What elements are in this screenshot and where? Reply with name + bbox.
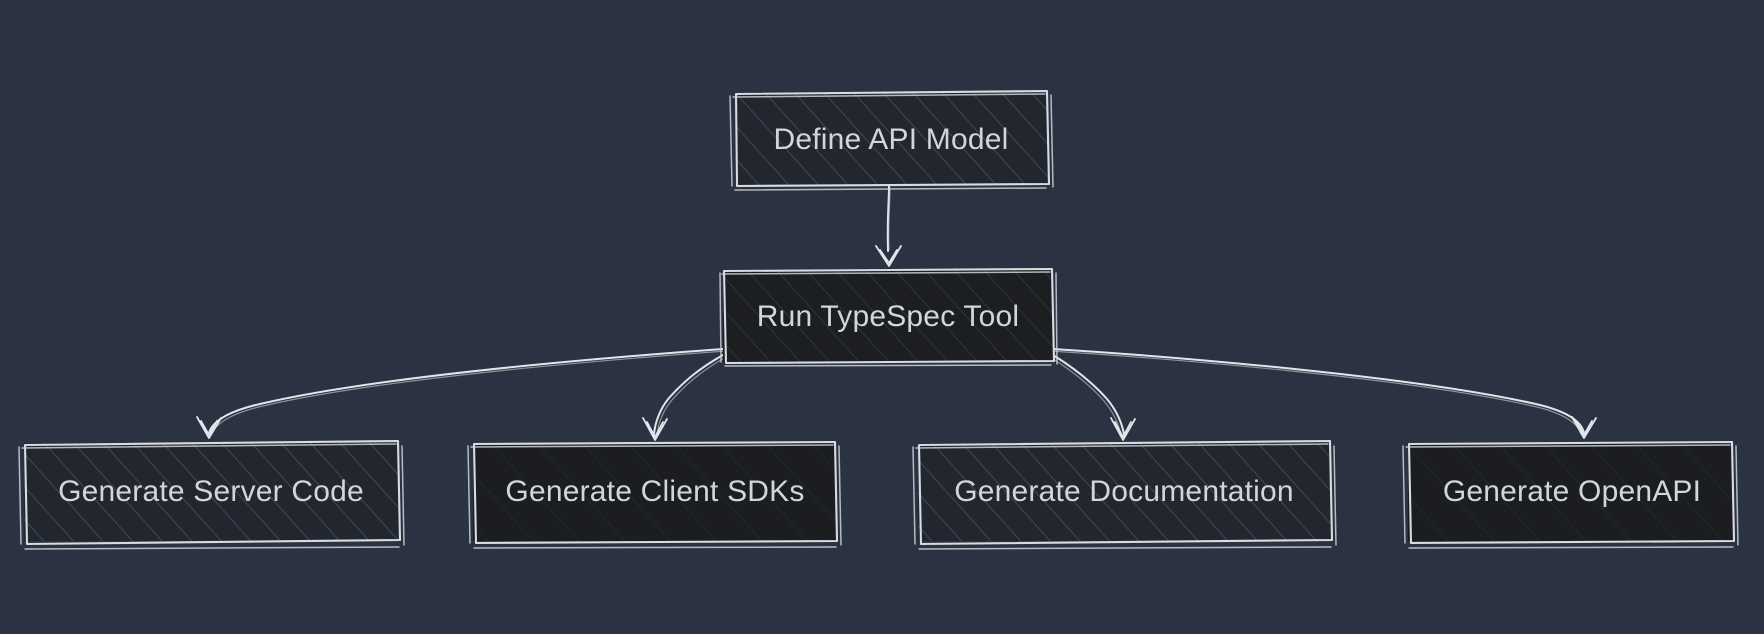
node-generate-client-sdks[interactable]: Generate Client SDKs [467, 440, 842, 549]
node-label-generate-server-code: Generate Server Code [58, 475, 364, 508]
edge-run-to-sdks [642, 354, 727, 441]
node-define-api-model[interactable]: Define API Model [729, 89, 1054, 191]
edges-layer [196, 185, 1597, 441]
nodes-layer: Define API Model Run TypeSpec Tool Gener… [18, 89, 1739, 550]
node-generate-server-code[interactable]: Generate Server Code [18, 439, 405, 550]
edge-run-to-server [196, 348, 727, 439]
node-label-generate-documentation: Generate Documentation [954, 475, 1294, 508]
edge-run-to-docs [1049, 354, 1136, 441]
node-generate-documentation[interactable]: Generate Documentation [912, 439, 1337, 550]
node-label-generate-openapi: Generate OpenAPI [1443, 475, 1701, 508]
node-label-run-typespec-tool: Run TypeSpec Tool [757, 300, 1019, 333]
node-run-typespec-tool[interactable]: Run TypeSpec Tool [719, 267, 1058, 367]
node-label-generate-client-sdks: Generate Client SDKs [505, 475, 804, 508]
edge-run-to-openapi [1049, 348, 1597, 439]
edge-define-to-run [875, 185, 902, 267]
node-generate-openapi[interactable]: Generate OpenAPI [1402, 440, 1739, 549]
node-label-define-api-model: Define API Model [774, 123, 1009, 156]
